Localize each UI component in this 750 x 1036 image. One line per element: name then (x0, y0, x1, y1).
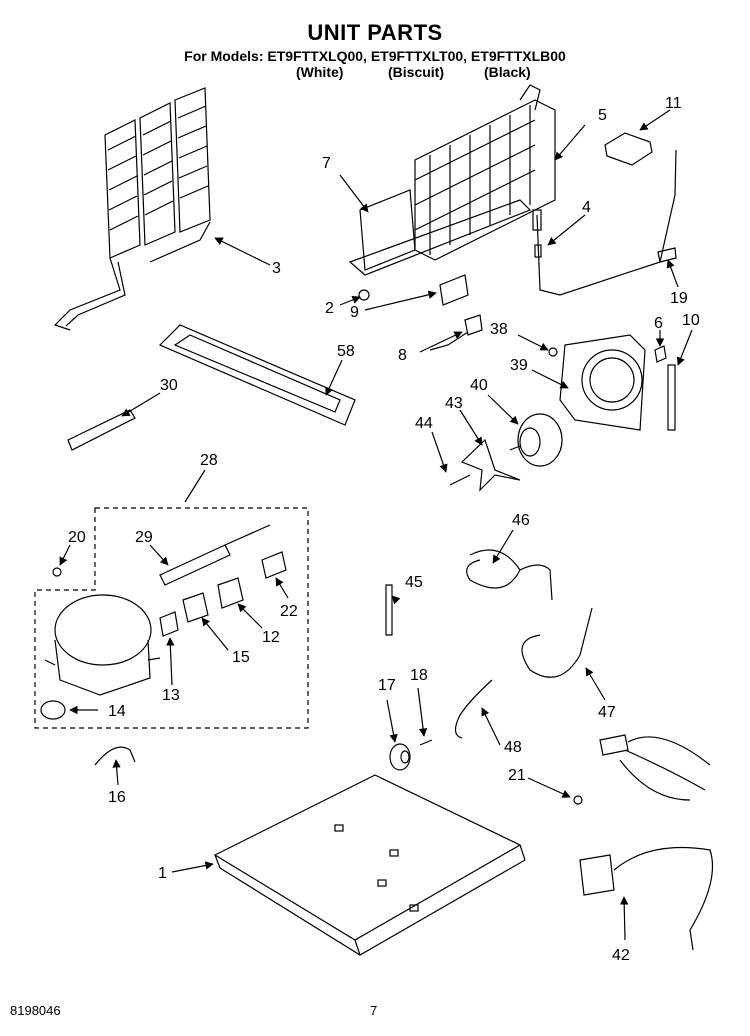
variant-biscuit: (Biscuit) (388, 64, 444, 80)
callout-58: 58 (337, 343, 355, 360)
variant-white: (White) (296, 64, 344, 80)
clip-16 (94, 746, 136, 766)
strip-10 (667, 364, 676, 431)
relay-15 (182, 592, 209, 623)
callout-47: 47 (598, 704, 616, 721)
overload-12 (217, 577, 244, 609)
variant-black: (Black) (484, 64, 531, 80)
callout-4: 4 (582, 199, 591, 216)
callout-45: 45 (405, 574, 423, 591)
callout-10: 10 (682, 312, 700, 329)
cover-13 (159, 611, 179, 637)
callout-11: 11 (665, 95, 682, 112)
fan-shroud (548, 334, 646, 431)
callout-labels: 3 7 5 11 4 2 9 19 8 58 30 38 39 6 10 40 … (68, 95, 700, 964)
compressor-kit-boundary (34, 507, 309, 729)
screw-18 (419, 739, 433, 746)
callout-39: 39 (510, 357, 528, 374)
rod-45 (385, 584, 393, 636)
callout-22: 22 (280, 603, 298, 620)
document-number: 8198046 (10, 1003, 61, 1018)
evaporator-assembly (348, 84, 556, 276)
relay-22 (261, 551, 287, 579)
condenser-coil (53, 87, 211, 331)
callout-17: 17 (378, 677, 396, 694)
page-title: UNIT PARTS (307, 20, 443, 45)
callout-2: 2 (325, 300, 334, 317)
fan-blade (460, 438, 521, 492)
roller-17 (389, 743, 411, 771)
callout-13: 13 (162, 687, 180, 704)
callout-21: 21 (508, 767, 526, 784)
callout-14: 14 (108, 703, 126, 720)
callout-28: 28 (200, 452, 218, 469)
fan-motor (509, 413, 563, 467)
callout-46: 46 (512, 512, 530, 529)
callout-3: 3 (272, 260, 281, 277)
callout-19: 19 (670, 290, 688, 307)
base-frame (213, 774, 526, 956)
callout-5: 5 (598, 107, 607, 124)
callout-8: 8 (398, 347, 407, 364)
callout-15: 15 (232, 649, 250, 666)
cover-cap (604, 132, 653, 166)
tube-47 (521, 607, 593, 678)
filter-drier (159, 524, 271, 586)
tube-48 (454, 679, 493, 739)
callout-16: 16 (108, 789, 126, 806)
callout-18: 18 (410, 667, 428, 684)
wiring-harness (573, 734, 714, 951)
drain-pan (158, 324, 356, 426)
clip-44 (449, 474, 471, 486)
page-number: 7 (370, 1003, 378, 1018)
callout-20: 20 (68, 529, 86, 546)
screw-and-clip (358, 274, 469, 306)
callout-40: 40 (470, 377, 488, 394)
callout-7: 7 (322, 155, 331, 172)
sensor-8 (429, 314, 483, 351)
callout-44: 44 (415, 415, 433, 432)
thermistor-wire (532, 149, 677, 296)
clip-19 (657, 247, 677, 263)
tube-46 (466, 549, 553, 601)
callout-6: 6 (654, 315, 663, 332)
models-line: For Models: ET9FTTXLQ00, ET9FTTXLT00, ET… (184, 48, 566, 64)
callout-9: 9 (350, 304, 359, 321)
screw-6 (654, 345, 667, 363)
callout-1: 1 (158, 865, 167, 882)
heater-30 (67, 409, 136, 451)
callout-38: 38 (490, 321, 508, 338)
compressor (40, 567, 161, 720)
callout-43: 43 (445, 395, 463, 412)
callout-12: 12 (262, 629, 280, 646)
callout-29: 29 (135, 529, 153, 546)
callout-30: 30 (160, 377, 178, 394)
callout-42: 42 (612, 947, 630, 964)
callout-48: 48 (504, 739, 522, 756)
